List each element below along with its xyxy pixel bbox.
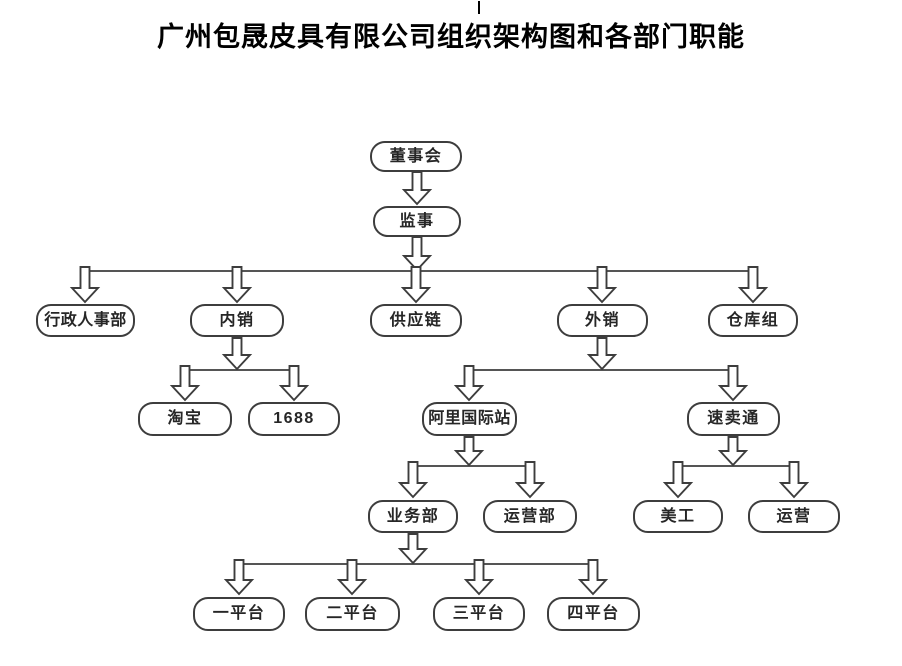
org-node-label: 供应链 <box>389 311 443 329</box>
org-node-label: 外销 <box>584 311 620 329</box>
org-node-platform-3: 三平台 <box>433 597 525 631</box>
org-node-platform-1: 一平台 <box>193 597 285 631</box>
arrow-to-graphic-design <box>662 461 694 499</box>
org-node-label: 二平台 <box>326 605 379 622</box>
org-node-taobao: 淘宝 <box>138 402 232 436</box>
arrow-to-warehouse <box>737 266 769 304</box>
page-title: 广州包晟皮具有限公司组织架构图和各部门职能 <box>157 22 745 52</box>
org-node-platform-2: 二平台 <box>305 597 400 631</box>
arrow-to-taobao <box>169 365 201 402</box>
arrow-to-platform-3 <box>463 559 495 596</box>
arrow-export-down <box>586 337 618 371</box>
org-node-export-sales: 外销 <box>557 304 648 337</box>
org-node-admin-hr-dept: 行政人事部 <box>36 304 135 337</box>
org-node-label: 董事会 <box>389 147 443 165</box>
org-node-warehouse-team: 仓库组 <box>708 304 798 337</box>
org-node-label: 美工 <box>660 507 696 525</box>
org-node-label: 速卖通 <box>707 410 760 427</box>
arrow-to-platform-2 <box>336 559 368 596</box>
org-node-label: 内销 <box>219 311 255 329</box>
org-node-aliexpress: 速卖通 <box>687 402 780 436</box>
arrow-alibaba-down <box>453 436 485 467</box>
org-node-label: 阿里国际站 <box>428 410 511 427</box>
org-node-board-of-directors: 董事会 <box>370 141 462 172</box>
arrow-to-alibaba-international <box>453 365 485 402</box>
org-node-platform-4: 四平台 <box>547 597 640 631</box>
arrow-to-platform-4 <box>577 559 609 596</box>
org-node-label: 四平台 <box>567 605 620 622</box>
arrow-to-platform-1 <box>223 559 255 596</box>
org-node-label: 仓库组 <box>726 311 780 329</box>
org-node-label: 三平台 <box>452 605 506 622</box>
org-node-label: 运营 <box>776 507 812 525</box>
org-node-business-dept: 业务部 <box>368 500 458 533</box>
org-node-graphic-design: 美工 <box>633 500 723 533</box>
org-node-domestic-sales: 内销 <box>190 304 284 337</box>
org-node-label: 行政人事部 <box>44 311 127 329</box>
org-node-label: 业务部 <box>386 507 440 525</box>
org-node-label: 淘宝 <box>167 410 203 427</box>
org-node-1688: 1688 <box>248 402 340 436</box>
arrow-supervisor-down <box>401 236 433 272</box>
org-node-label: 一平台 <box>212 605 266 622</box>
arrow-business-down <box>397 533 429 565</box>
org-node-label: 监事 <box>399 212 435 230</box>
arrow-board-to-supervisor <box>401 171 433 206</box>
arrow-to-operations <box>778 461 810 499</box>
arrow-to-domestic-sales <box>221 266 253 304</box>
arrow-to-export-sales <box>586 266 618 304</box>
arrow-to-operations-dept <box>514 461 546 499</box>
org-node-operations-dept: 运营部 <box>483 500 577 533</box>
org-node-operations: 运营 <box>748 500 840 533</box>
arrow-domestic-down <box>221 337 253 371</box>
arrow-to-1688 <box>278 365 310 402</box>
org-node-alibaba-international: 阿里国际站 <box>422 402 517 436</box>
arrow-to-aliexpress <box>717 365 749 402</box>
org-node-supervisor: 监事 <box>373 206 461 237</box>
arrow-to-business-dept <box>397 461 429 499</box>
arrow-to-admin-hr <box>69 266 101 304</box>
org-node-label: 1688 <box>273 410 315 427</box>
org-node-supply-chain: 供应链 <box>370 304 462 337</box>
org-node-label: 运营部 <box>503 507 557 525</box>
arrow-to-supply-chain <box>400 266 432 304</box>
arrow-aliexpress-down <box>717 436 749 467</box>
